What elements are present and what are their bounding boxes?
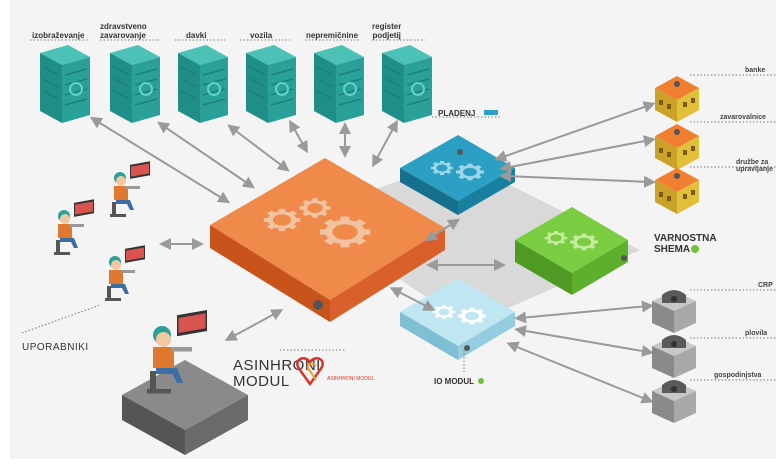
database-icon — [652, 335, 696, 378]
left-edge — [0, 0, 10, 469]
asinhroni-title-2: MODUL — [233, 373, 290, 390]
io-module — [400, 278, 515, 360]
central-module — [210, 158, 445, 322]
varnostna-label-1: VARNOSTNA — [654, 233, 717, 244]
pladenj-label: PLADENJ — [438, 109, 475, 118]
label-plovila: plovila — [745, 330, 768, 337]
asinhroni-logo-text: ASINHRONI MODUL — [327, 376, 374, 382]
pladenj-tag — [484, 110, 498, 115]
bank-building-icon — [655, 76, 699, 122]
user-1 — [110, 161, 150, 217]
varnostna-logo-icon — [691, 245, 699, 253]
label-gospodinjstva: gospodinjstva — [714, 372, 762, 379]
right-leaders — [690, 74, 776, 381]
label-zdravstveno: zdravstveno zavarovanje — [100, 22, 147, 40]
server-izobrazevanje — [39, 44, 91, 124]
label-register: register podjetij — [372, 22, 402, 40]
module-arrows — [159, 101, 656, 404]
varnostna-label-2: SHEMA — [654, 244, 690, 255]
label-crp: CRP — [758, 282, 773, 289]
user-3 — [105, 245, 145, 301]
admin-user — [122, 309, 248, 455]
database-icon — [652, 290, 696, 333]
users-label: UPORABNIKI — [22, 342, 89, 353]
label-nepremicnine: nepremičnine — [306, 31, 359, 40]
server-nepremicnine — [313, 44, 365, 124]
asinhroni-heart-logo — [296, 357, 324, 387]
database-icon — [652, 380, 696, 423]
server-zdravstveno — [109, 44, 161, 124]
label-izobrazevanje: izobraževanje — [32, 31, 85, 40]
user-2 — [54, 199, 94, 255]
io-logo-icon — [478, 378, 484, 384]
varnostna-module — [515, 207, 628, 295]
io-label: IO MODUL — [434, 377, 474, 386]
users-leader — [21, 304, 101, 334]
label-vozila: vozila — [250, 31, 273, 40]
server-register — [381, 44, 433, 124]
bank-building-icon — [655, 168, 699, 214]
label-davki: davki — [186, 31, 207, 40]
bank-building-icon — [655, 124, 699, 170]
server-davki — [177, 44, 229, 124]
server-vozila — [245, 44, 297, 124]
label-zavarovalnice: zavarovalnice — [720, 114, 766, 121]
label-druzbe: družbe za upravljanje — [736, 159, 773, 173]
bottom-edge — [0, 459, 776, 469]
label-banke: banke — [745, 67, 766, 74]
server-arrows — [89, 116, 398, 204]
